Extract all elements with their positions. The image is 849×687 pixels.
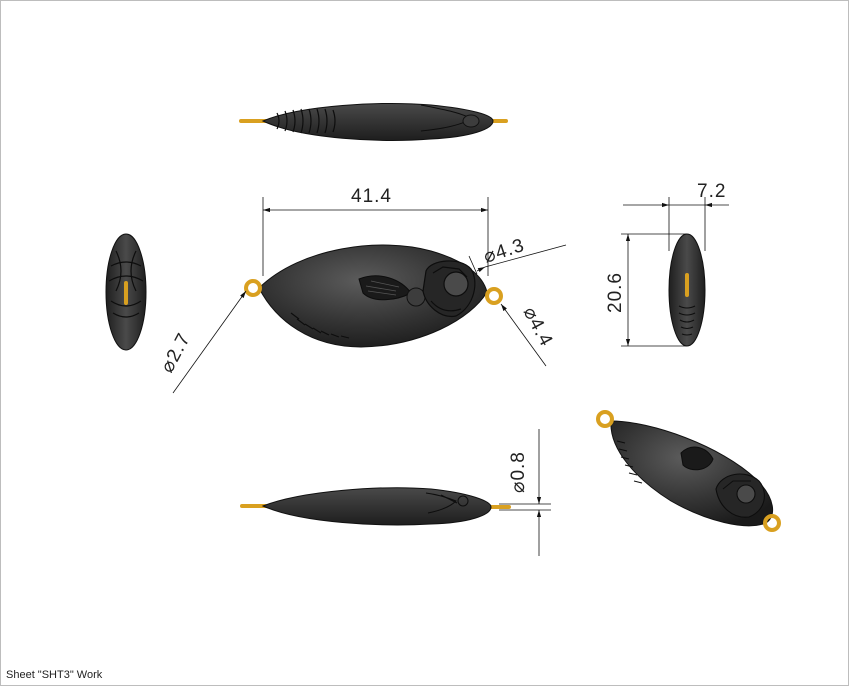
sheet-label: Sheet "SHT3" Work [6,669,103,681]
lure-body-top [261,103,494,141]
lure-body-bottom [261,487,492,526]
eyelet-left [244,279,262,297]
dimension-ring-right: ⌀4.4 [500,303,557,367]
dimension-height-label: 20.6 [605,272,626,313]
diameter-symbol-icon: ⌀ [508,481,529,493]
dimension-wire: ⌀0.8 [499,429,551,556]
dimension-hole-right-label: 4.3 [493,235,527,264]
isometric-view [596,410,781,532]
iso-eyelet-left [596,410,614,428]
eyelet-right [485,287,503,305]
front-view [244,244,503,348]
right-end-view [668,233,706,347]
dimension-height: 20.6 [605,233,687,347]
eye-front [443,271,469,297]
belly-ridges [290,312,350,339]
top-view [239,103,508,141]
dimension-wire-label: 0.8 [508,451,529,480]
iso-eyelet-right [763,514,781,532]
iso-ridges [616,440,643,484]
dimension-length: 41.4 [262,186,489,276]
fin-bubble [406,287,426,307]
iso-head [715,473,765,518]
dimension-thickness: 7.2 [623,181,729,251]
svg-text:⌀4.4: ⌀4.4 [519,303,557,350]
diameter-symbol-icon: ⌀ [481,244,499,268]
head-eye-assembly [422,260,476,318]
end-left-details [108,250,144,318]
dimension-hole-left: ⌀2.7 [157,290,247,394]
head-detail-bottom [425,492,469,514]
gill-ridges-top [276,108,336,134]
left-end-view [105,233,147,351]
dimension-thickness-label: 7.2 [697,181,726,202]
dimension-length-label: 41.4 [351,186,392,207]
bottom-view [240,487,511,526]
fin-lines [365,280,400,296]
svg-text:⌀0.8: ⌀0.8 [508,451,529,493]
iso-fin-cutout [680,446,714,471]
end-right-ridges [678,305,696,336]
svg-text:⌀2.7: ⌀2.7 [157,330,195,377]
eye-top [462,114,480,128]
dimension-hole-right: ⌀4.3 [468,235,567,275]
